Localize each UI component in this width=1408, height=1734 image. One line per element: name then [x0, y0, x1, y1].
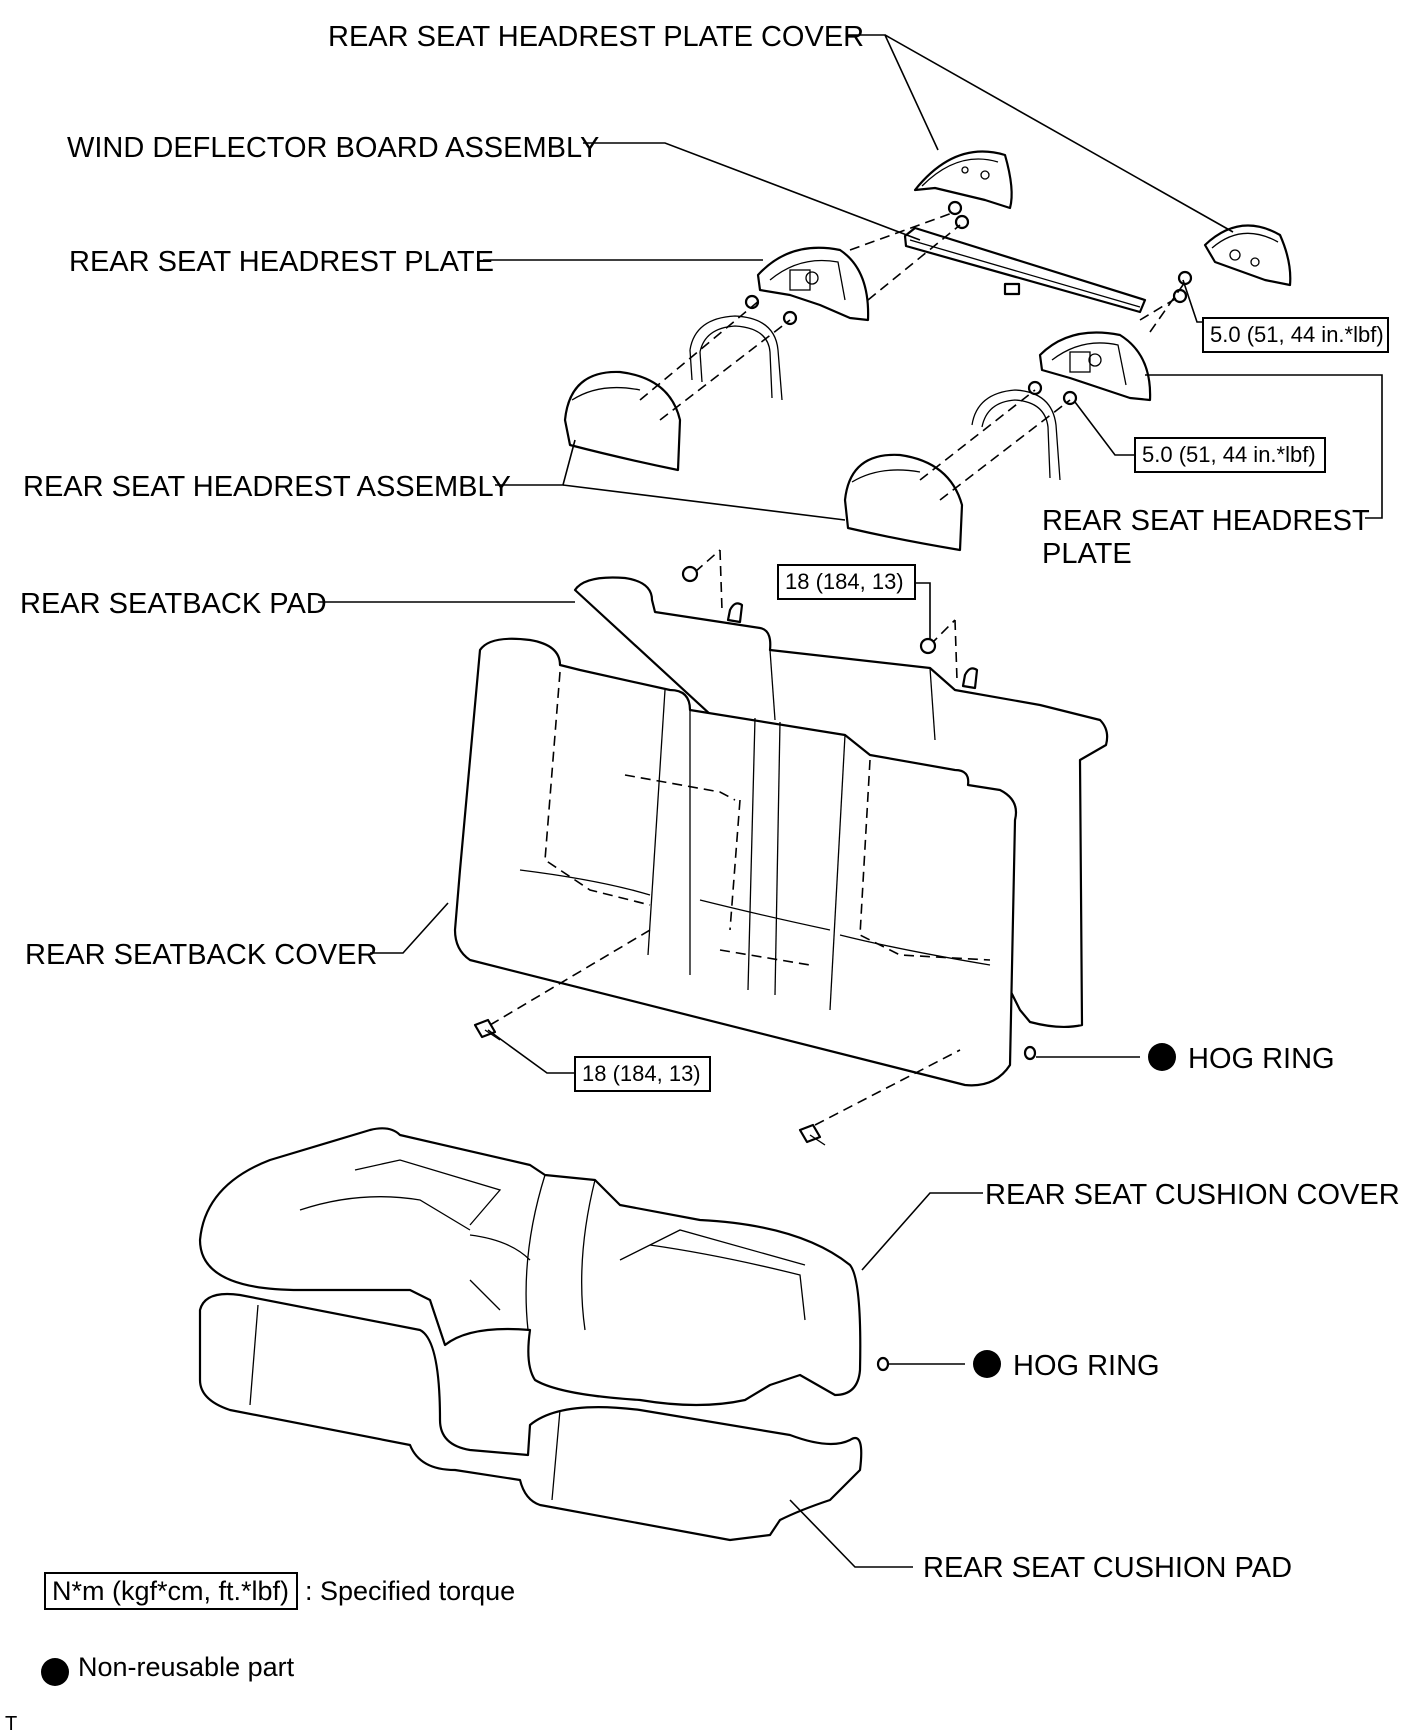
seatback-cover — [453, 637, 1018, 1087]
seat-cushion-cover — [198, 1127, 862, 1407]
label-seatback-pad: REAR SEATBACK PAD — [20, 588, 327, 620]
torque-seatback-lower: 18 (184, 13) — [582, 1061, 701, 1086]
legend-nonreusable-dot — [41, 1658, 69, 1686]
nonreusable-dot-lower — [973, 1350, 1001, 1378]
leader-lines — [318, 34, 1383, 1568]
label-cushion-pad: REAR SEAT CUSHION PAD — [923, 1552, 1292, 1584]
label-hog-ring-lower: HOG RING — [1013, 1350, 1160, 1382]
torque-plate-lower: 5.0 (51, 44 in.*lbf) — [1142, 442, 1316, 467]
hog-ring-lower — [876, 1356, 890, 1372]
legend-torque-unit: N*m (kgf*cm, ft.*lbf) — [52, 1576, 289, 1606]
footer-mark: T — [5, 1713, 17, 1734]
seat-cushion-pad — [198, 1292, 863, 1542]
legend-nonreusable-desc: Non-reusable part — [78, 1652, 295, 1682]
seatback-bolts — [473, 549, 979, 1146]
hog-ring-upper — [1023, 1045, 1037, 1061]
nonreusable-dot-upper — [1148, 1043, 1176, 1071]
wind-deflector-board — [903, 226, 1147, 314]
headrest-frame-left — [689, 315, 783, 401]
label-headrest-plate-left: REAR SEAT HEADREST PLATE — [69, 246, 494, 278]
headrest-assembly-left — [563, 370, 682, 472]
label-hog-ring-upper: HOG RING — [1188, 1043, 1335, 1075]
headrest-plate-right — [1027, 331, 1152, 406]
label-headrest-assembly: REAR SEAT HEADREST ASSEMBLY — [23, 471, 511, 503]
torque-plate-upper: 5.0 (51, 44 in.*lbf) — [1210, 322, 1384, 347]
label-headrest-plate-right-2: PLATE — [1042, 538, 1132, 570]
label-seatback-cover: REAR SEATBACK COVER — [25, 939, 377, 971]
headrest-plate-cover-right — [1203, 224, 1292, 287]
headrest-assembly-right — [843, 453, 964, 552]
legend-torque-desc: : Specified torque — [305, 1576, 515, 1606]
label-headrest-plate-cover: REAR SEAT HEADREST PLATE COVER — [328, 21, 864, 53]
headrest-plate-cover-left — [913, 150, 1013, 210]
label-headrest-plate-right-1: REAR SEAT HEADREST — [1042, 505, 1370, 537]
headrest-plate-left — [744, 246, 870, 326]
headrest-dashed-lines — [639, 211, 1186, 501]
headrest-frame-right — [971, 389, 1061, 481]
seatback-dashed-outlines — [544, 671, 991, 966]
label-wind-deflector: WIND DEFLECTOR BOARD ASSEMBLY — [67, 132, 599, 164]
torque-seatback-upper: 18 (184, 13) — [785, 569, 904, 594]
label-cushion-cover: REAR SEAT CUSHION COVER — [985, 1179, 1400, 1211]
plate-cover-bolts — [947, 200, 1193, 304]
